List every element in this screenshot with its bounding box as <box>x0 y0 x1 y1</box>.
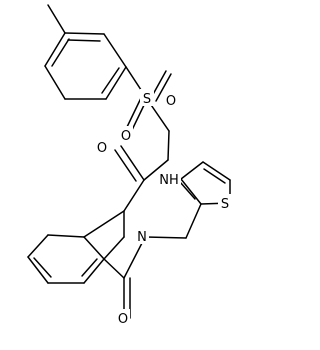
bond <box>185 203 202 239</box>
bond <box>123 242 143 279</box>
ring-nitrogen-label: N <box>137 230 147 245</box>
co-double-bond <box>114 149 137 182</box>
amide-oxygen-label: O <box>97 141 107 156</box>
bond <box>105 66 127 100</box>
thiophene-sulfur-label: S <box>221 197 229 212</box>
bond <box>83 236 105 260</box>
so-double-bond <box>155 73 172 102</box>
bond <box>167 130 170 161</box>
bond <box>123 179 145 212</box>
bond <box>202 161 231 181</box>
bond <box>143 159 169 181</box>
tolyl-group <box>44 4 127 100</box>
bond <box>33 257 52 278</box>
bond <box>81 258 98 277</box>
bond <box>44 65 66 100</box>
bond <box>180 178 202 205</box>
bond <box>27 234 49 258</box>
amide-nh-label: NH <box>159 173 179 188</box>
bond <box>83 210 125 238</box>
bond <box>67 39 101 42</box>
bond <box>103 258 125 279</box>
bond <box>180 161 204 180</box>
bond <box>44 32 66 67</box>
bond <box>179 181 196 200</box>
methyl-bond <box>47 4 66 34</box>
bond <box>51 38 70 67</box>
bond <box>145 236 187 239</box>
bond <box>203 168 226 184</box>
co-double-bond <box>120 145 145 181</box>
sulfonyl-sulfur-label: S <box>143 92 151 107</box>
bond <box>101 67 120 94</box>
lactam-oxygen-label: O <box>118 312 128 327</box>
sulfonyl-oxygen-label: O <box>166 94 176 109</box>
bond <box>103 236 125 260</box>
sulfonyl-oxygen-label: O <box>121 129 131 144</box>
amide-group <box>114 145 169 212</box>
bond <box>64 32 105 35</box>
bond <box>83 258 105 284</box>
molecule-structure: S O O NH S O N O <box>27 4 232 327</box>
sulfonyl-group <box>125 66 172 161</box>
bond <box>27 256 49 284</box>
bond <box>103 33 127 68</box>
isoindolinone-core <box>27 210 143 319</box>
atom-labels: S O O NH S O N O <box>95 89 232 327</box>
so-double-bond <box>126 97 142 128</box>
bond <box>47 234 85 238</box>
